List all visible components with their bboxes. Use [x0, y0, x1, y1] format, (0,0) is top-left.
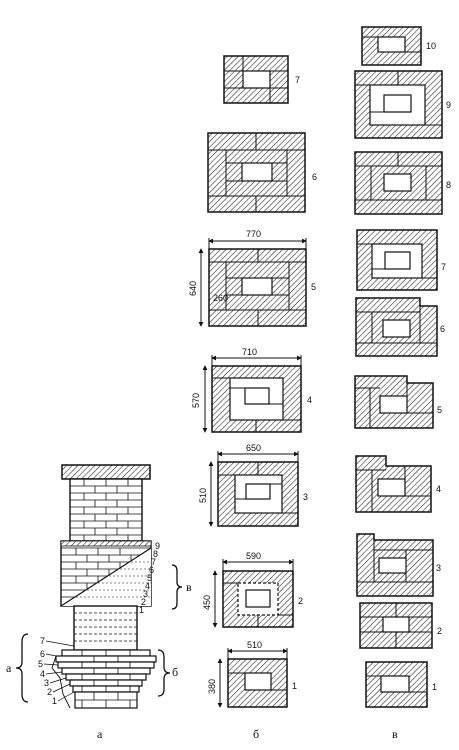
upper-row-7: 7: [151, 557, 156, 567]
otter-section: [60, 540, 152, 607]
chimney-neck: [73, 605, 138, 651]
num-v-4: 4: [436, 484, 441, 494]
width-b-2: 590: [246, 551, 261, 561]
num-v-10: 10: [426, 41, 436, 51]
num-b-2: 2: [298, 596, 303, 606]
num-v-3: 3: [436, 563, 441, 573]
height-b-2: 450: [202, 595, 212, 610]
num-v-2: 2: [437, 626, 442, 636]
course-v-10: 10: [361, 26, 436, 66]
inner-dim: 260: [213, 293, 228, 303]
course-v-5: 5: [354, 375, 442, 429]
upper-row-3: 3: [143, 589, 148, 599]
brace-right-label: б: [172, 665, 178, 679]
lower-row-5: 5: [38, 659, 43, 669]
brace-upper-label: в: [186, 580, 192, 594]
caption-b: б: [253, 727, 259, 741]
upper-row-9: 9: [155, 541, 160, 551]
width-b-3: 650: [246, 443, 261, 453]
course-v-7: 7: [356, 229, 446, 291]
height-b-1: 380: [207, 679, 217, 694]
upper-row-5: 5: [147, 573, 152, 583]
course-v-9: 9: [354, 70, 451, 139]
course-b-5: 5 770 640 260: [188, 229, 316, 327]
upper-row-6: 6: [149, 565, 154, 575]
lower-row-2: 2: [47, 687, 52, 697]
upper-shaft: [69, 478, 143, 542]
width-b-5: 770: [246, 229, 261, 239]
course-v-2: 2: [359, 602, 442, 649]
course-b-4: 4 710 570: [191, 347, 312, 433]
chimney-cap: [61, 464, 151, 480]
lower-row-numbers: 7 6 5 4 3 2 1: [38, 636, 75, 706]
column-v: 10 9 8: [354, 26, 451, 741]
upper-row-2: 2: [141, 597, 146, 607]
course-v-6: 6: [355, 297, 445, 357]
course-b-3: 3 650 510: [198, 443, 308, 527]
course-b-2: 2 590 450: [202, 551, 303, 628]
width-b-1: 510: [247, 640, 262, 650]
num-b-1: 1: [292, 681, 297, 691]
course-b-1: 1 510 380: [207, 640, 297, 708]
height-b-3: 510: [198, 488, 208, 503]
lower-row-7: 7: [40, 636, 45, 646]
num-b-4: 4: [307, 395, 312, 405]
lower-row-3: 3: [44, 678, 49, 688]
num-v-7: 7: [441, 262, 446, 272]
num-v-9: 9: [446, 100, 451, 110]
upper-row-numbers: 9 8 7 6 5 4 3 2 1: [139, 541, 160, 615]
num-b-6: 6: [312, 172, 317, 182]
num-b-3: 3: [303, 492, 308, 502]
stepped-base: [51, 649, 157, 709]
upper-row-1: 1: [139, 605, 144, 615]
course-v-8: 8: [354, 151, 451, 215]
num-b-7: 7: [295, 75, 300, 85]
lower-row-1: 1: [52, 696, 57, 706]
braces: в а б: [6, 564, 192, 703]
caption-a: а: [97, 727, 103, 741]
course-b-7: 7: [223, 55, 300, 104]
caption-v: в: [392, 727, 398, 741]
course-v-1: 1: [365, 661, 437, 708]
num-v-1: 1: [432, 682, 437, 692]
lower-row-6: 6: [40, 649, 45, 659]
height-b-4: 570: [191, 393, 201, 408]
height-b-5: 640: [188, 281, 198, 296]
upper-row-4: 4: [145, 581, 150, 591]
num-b-5: 5: [311, 282, 316, 292]
course-v-4: 4: [355, 455, 441, 513]
chimney-elevation: 9 8 7 6 5 4 3 2 1 7 6 5 4 3 2 1: [6, 464, 192, 741]
column-b: 7 6 5: [188, 55, 317, 741]
num-v-5: 5: [437, 405, 442, 415]
num-v-8: 8: [446, 180, 451, 190]
upper-row-8: 8: [153, 549, 158, 559]
brace-left-label: а: [6, 661, 12, 675]
width-b-4: 710: [242, 347, 257, 357]
course-b-6: 6: [207, 132, 317, 213]
lower-row-4: 4: [40, 669, 45, 679]
course-v-3: 3: [356, 533, 441, 597]
num-v-6: 6: [440, 324, 445, 334]
